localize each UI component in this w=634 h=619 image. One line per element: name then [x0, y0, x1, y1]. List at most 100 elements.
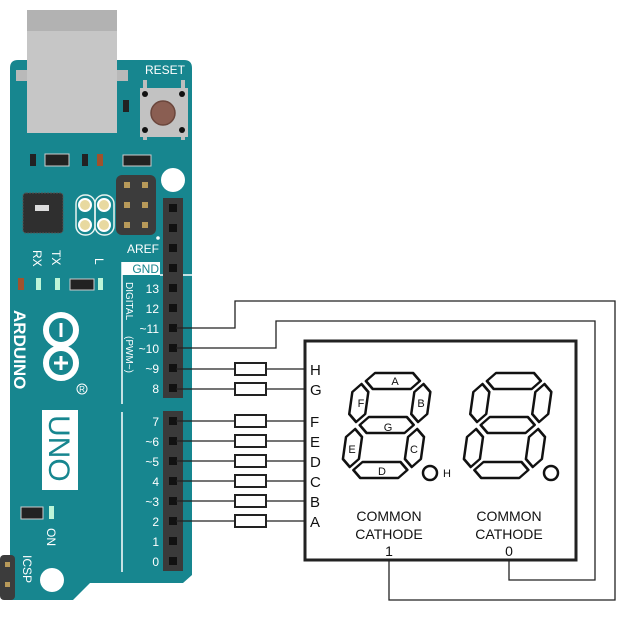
icsp-label: ICSP — [20, 555, 34, 583]
uno-label: UNO — [42, 415, 75, 482]
wire-pin10-cathode0 — [176, 320, 596, 581]
uno-badge — [42, 410, 78, 490]
header-pin[interactable] — [169, 457, 177, 465]
segment-pin-label: A — [310, 514, 320, 531]
svg-text:CATHODE: CATHODE — [355, 526, 422, 542]
arduino-wordmark: ARDUINO — [10, 310, 29, 389]
header-pin[interactable] — [169, 284, 177, 292]
pin-label: 2 — [152, 515, 159, 529]
resistors — [176, 362, 305, 528]
mounting-hole — [161, 168, 185, 192]
digital-label: DIGITAL — [123, 282, 134, 321]
pin-label: ~11 — [140, 322, 160, 336]
upper-pin-header — [163, 198, 183, 398]
segment-A — [364, 371, 422, 391]
header-pin[interactable] — [169, 364, 177, 372]
header-pin[interactable] — [169, 344, 177, 352]
svg-text:0: 0 — [505, 543, 513, 559]
header-pin[interactable] — [169, 437, 177, 445]
lower-pin-header — [163, 411, 183, 571]
header-pin[interactable] — [169, 244, 177, 252]
segment-F — [468, 382, 491, 424]
segment-pin-label: G — [310, 382, 322, 399]
rx-label: RX — [30, 250, 44, 267]
dp-label: H — [443, 468, 451, 480]
segment-label: A — [391, 376, 399, 388]
segment-A — [485, 371, 543, 391]
segment-label: E — [348, 444, 355, 456]
header-pin[interactable] — [169, 384, 177, 392]
segment-label: G — [384, 422, 393, 434]
segment-D — [352, 460, 409, 480]
tx-label: TX — [49, 250, 63, 265]
svg-text:COMMON: COMMON — [356, 508, 421, 524]
resistor — [234, 514, 267, 528]
smd-components — [18, 100, 152, 520]
segment-C — [524, 427, 547, 469]
wires — [176, 300, 616, 601]
segment-pin-label: F — [310, 414, 319, 431]
resistor — [234, 454, 267, 468]
solder-pads — [75, 194, 115, 236]
segment-B — [409, 382, 432, 424]
wire-pin11-cathode1 — [176, 300, 616, 601]
pin-label: GND — [132, 262, 159, 276]
mounting-hole — [40, 568, 64, 592]
resistor — [234, 414, 267, 428]
digit-0 — [462, 371, 553, 480]
usb-body — [27, 60, 117, 133]
decimal-point — [421, 464, 439, 482]
header-pin[interactable] — [169, 264, 177, 272]
segment-E — [341, 427, 364, 469]
pin-label: 0 — [152, 555, 159, 569]
resistor — [234, 494, 267, 508]
header-pin[interactable] — [169, 417, 177, 425]
segment-pin-label: D — [310, 454, 321, 471]
arduino-logo — [43, 312, 79, 381]
reset-label: RESET — [145, 63, 186, 77]
segment-label: F — [358, 398, 365, 410]
header-pin[interactable] — [169, 497, 177, 505]
pin-label: ~6 — [145, 435, 159, 449]
cathode-label-1: COMMON CATHODE 1 — [355, 508, 422, 559]
pin-label: 12 — [146, 302, 160, 316]
header-pin[interactable] — [169, 477, 177, 485]
svg-text:R: R — [79, 385, 85, 394]
registered-mark: R — [76, 383, 88, 395]
svg-text:CATHODE: CATHODE — [475, 526, 542, 542]
on-label: ON — [44, 528, 58, 546]
digit-1 — [341, 371, 432, 480]
segment-C — [403, 427, 426, 469]
microcontroller-chip — [22, 192, 64, 234]
header-pin[interactable] — [169, 537, 177, 545]
pin-label: 8 — [152, 382, 159, 396]
pin-label: ~9 — [145, 362, 159, 376]
segment-F — [347, 382, 370, 424]
segment-pin-label: C — [310, 474, 321, 491]
segment-G — [358, 415, 415, 435]
resistor — [234, 474, 267, 488]
gnd-badge — [122, 262, 160, 275]
svg-text:1: 1 — [385, 543, 393, 559]
segment-pin-label: B — [310, 494, 320, 511]
header-pin[interactable] — [169, 204, 177, 212]
header-pin[interactable] — [169, 557, 177, 565]
segment-E — [462, 427, 485, 469]
decimal-point — [542, 464, 560, 482]
pin-label: ~3 — [145, 495, 159, 509]
segment-label: C — [410, 444, 418, 456]
pin-label: 13 — [146, 282, 160, 296]
segment-label: B — [417, 398, 424, 410]
segment-B — [530, 382, 553, 424]
header-pin[interactable] — [169, 224, 177, 232]
pin-label: 1 — [152, 535, 159, 549]
header-pin[interactable] — [169, 517, 177, 525]
reset-button[interactable] — [140, 80, 188, 140]
segment-label: D — [378, 466, 386, 478]
header-pin[interactable] — [169, 304, 177, 312]
pwm-label: (PWM~) — [123, 336, 134, 373]
segment-pin-label: H — [310, 362, 321, 379]
header-pin[interactable] — [169, 324, 177, 332]
